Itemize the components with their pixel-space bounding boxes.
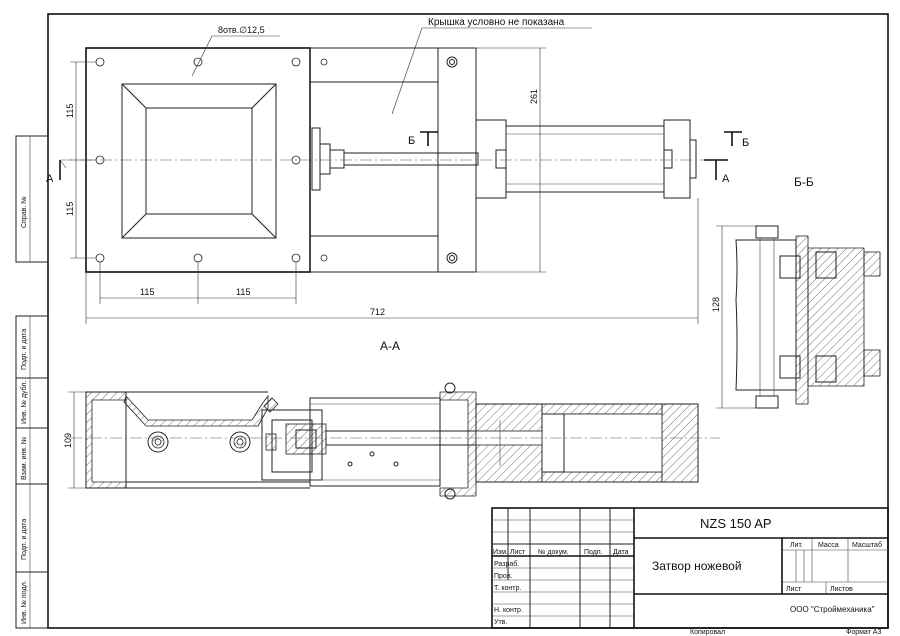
section-mark-b-top: Б [408,135,415,147]
label-section-bb: Б-Б [794,175,814,189]
tb-masshtab: Масштаб [852,541,882,549]
title-block-text: Изм. Лист № докум. Подп. Дата Разраб. Пр… [493,541,882,626]
label-sprav-no: Справ. № [21,196,28,228]
tb-row-tkontr: Т. контр. [494,585,521,592]
tb-col-podp: Подп. [584,549,603,556]
tb-name: Затвор ножевой [652,559,742,573]
tb-row-nkontr: Н. контр. [494,607,523,614]
side-strip-labels: Справ. № Подп. и дата Инв. № дубл. Взам.… [20,196,28,624]
footer-format: Формат А3 [846,629,881,636]
tb-lit: Лит. [790,542,803,549]
tb-col-list: Лист [510,549,526,556]
section-mark-a-right: А [722,173,730,185]
cover-note: Крышка условно не показана [428,17,565,28]
label-inv-podl: Инв. № подл. [21,580,28,624]
tb-designation: NZS 150 AP [700,516,772,531]
dim-261: 261 [529,89,539,104]
tb-row-razrab: Разраб. [494,560,519,568]
footer: Копировал Формат А3 [690,629,881,636]
tb-listov: Листов [830,586,853,593]
dim-115-upper: 115 [65,104,75,118]
tb-company: ООО "Строймеханика" [790,605,875,614]
tb-row-prov: Пров. [494,573,513,580]
dim-712: 712 [370,307,385,317]
hole-note: 8отв.∅12,5 [218,25,265,35]
section-bb-view: 128 [711,225,881,409]
section-mark-b-right: Б [742,137,749,149]
dim-115-lower: 115 [65,202,75,216]
footer-kopiroval: Копировал [690,629,725,636]
tb-massa: Масса [818,542,839,549]
label-inv-dubl: Инв. № дубл. [20,381,28,424]
title-block-main: NZS 150 AP Затвор ножевой ООО "Строймеха… [652,516,875,614]
tb-row-utv: Утв. [494,619,507,626]
label-podp-data-2: Подп. и дата [21,519,28,560]
section-aa-view: 109 [63,382,720,500]
top-view-dimensions: 115 115 115 115 712 261 8отв.∅12,5 Крышк… [65,17,699,324]
dim-115-right: 115 [236,287,250,297]
label-section-aa: А-А [380,339,400,353]
tb-col-izm: Изм. [493,549,508,556]
top-view [60,47,720,273]
view-labels: А-А Б-Б [380,175,814,353]
section-mark-a-left: А [46,173,54,185]
label-podp-data-1: Подп. и дата [21,329,28,370]
title-block [491,507,889,629]
dim-128: 128 [711,297,721,312]
sheet-frame [15,13,889,629]
section-markers: А А Б Б [46,131,749,185]
tb-col-dokum: № докум. [538,549,569,556]
label-vzam-inv: Взам. инв. № [21,437,28,480]
tb-list: Лист [786,586,802,593]
dim-109: 109 [63,433,73,448]
dim-115-left: 115 [140,287,154,297]
tb-col-data: Дата [613,549,629,556]
